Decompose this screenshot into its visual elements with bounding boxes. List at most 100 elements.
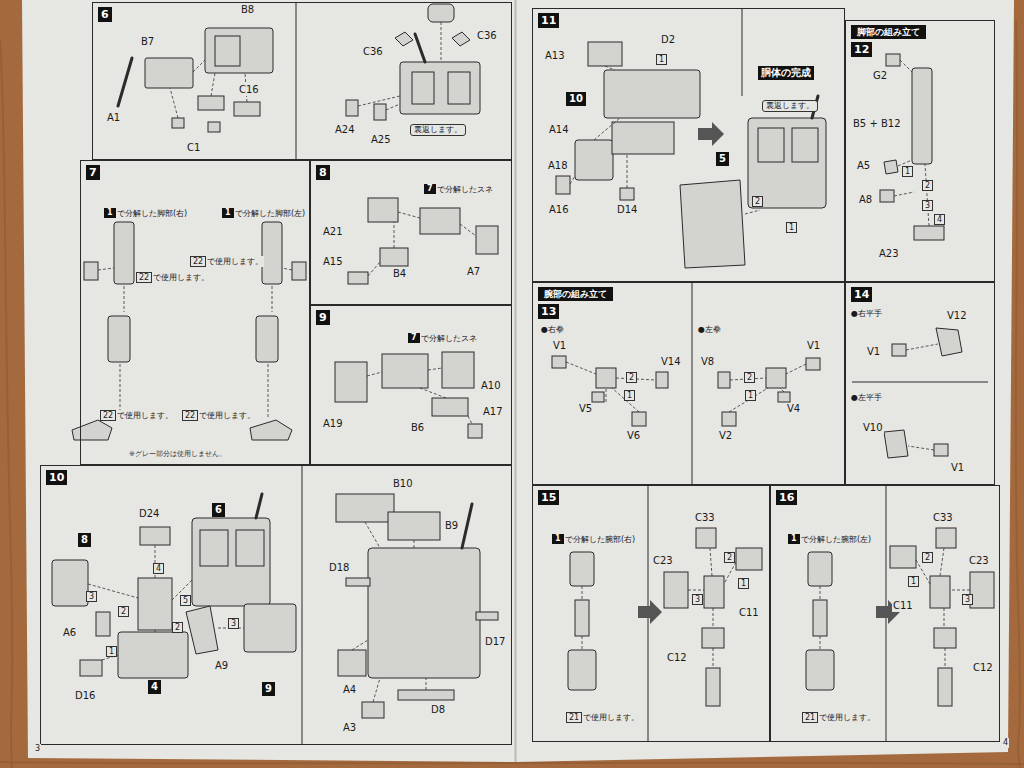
part-drawing-step11: [698, 122, 724, 146]
panel-divider: [742, 8, 743, 96]
part-label: C23: [652, 555, 674, 567]
part-drawing-step11: [588, 42, 622, 66]
part-label: A25: [370, 134, 392, 146]
part-drawing-step10: [88, 545, 244, 660]
part-label: V14: [660, 356, 682, 368]
part-label: A15: [322, 256, 344, 268]
part-drawing-step11: [570, 66, 627, 188]
order-number: 2: [118, 606, 129, 617]
part-drawing-step7: [108, 316, 130, 362]
part-label: D18: [328, 562, 350, 574]
part-drawing-step9: [335, 352, 482, 438]
part-drawing-step9: [432, 398, 468, 416]
part-drawing-step16: [808, 552, 832, 586]
part-drawing-step14: [884, 328, 962, 458]
subassembly-ref: 6: [212, 503, 225, 517]
paper-page: [515, 0, 517, 762]
ref-text: 10: [566, 92, 586, 106]
part-drawing-step16: [930, 576, 950, 608]
part-label: V6: [626, 430, 641, 442]
wood-table: [0, 40, 12, 768]
order-number: 4: [153, 563, 164, 574]
part-label: A9: [214, 660, 229, 672]
part-drawing-step7: [84, 262, 98, 280]
part-drawing-step6: [400, 62, 480, 114]
part-drawing-step11: [612, 122, 674, 154]
part-drawing-step10: [96, 612, 110, 636]
part-drawing-step15: [696, 528, 716, 548]
part-drawing-step10: [52, 494, 498, 718]
part-drawing-step6: [412, 72, 434, 104]
panel-divider: [692, 282, 693, 485]
part-label: V4: [786, 403, 801, 415]
part-label: D16: [74, 690, 96, 702]
part-label: V8: [700, 356, 715, 368]
part-drawing-step12: [914, 226, 944, 240]
part-drawing-step10: [200, 530, 228, 566]
part-drawing-step9: [468, 424, 482, 438]
part-drawing-step13: [632, 412, 646, 426]
part-drawing-step14: [892, 344, 906, 356]
part-drawing-step15: [570, 552, 594, 586]
paper-page: [22, 0, 515, 762]
part-drawing-step10: [362, 702, 384, 718]
instruction-text: で使用します。: [198, 410, 256, 421]
part-label: C36: [362, 46, 384, 58]
ref-number: 1: [788, 534, 800, 544]
note-tag: 裏返します。: [410, 124, 466, 136]
order-number: 21: [802, 712, 818, 723]
step-number: 12: [851, 42, 872, 57]
part-label: C12: [972, 662, 994, 674]
part-drawing-step16: [813, 600, 827, 636]
part-drawing-step14: [934, 444, 948, 456]
instruction-text: で使用します。: [116, 410, 174, 421]
order-number: 22: [182, 410, 198, 421]
part-drawing-step6: [428, 4, 454, 22]
part-drawing-step13: [596, 368, 616, 388]
ref-number: 1: [222, 208, 234, 218]
part-drawing-step10: [256, 494, 262, 518]
part-drawing-step10: [368, 548, 480, 678]
part-drawing-step11: [680, 180, 745, 268]
step-panel: 16: [770, 485, 1000, 742]
part-label: A17: [482, 406, 504, 418]
part-drawing-step15: [568, 650, 596, 690]
step-number: 7: [86, 165, 100, 180]
part-drawing-step10: [186, 606, 218, 654]
step-panel: 6: [92, 2, 512, 160]
part-drawing-step16: [936, 528, 956, 548]
page-number: 3: [34, 744, 41, 754]
part-label: C33: [694, 512, 716, 524]
order-number: 2: [626, 372, 637, 383]
part-drawing-step8: [420, 208, 460, 234]
part-drawing-step13: [766, 368, 786, 388]
part-drawing-step14: [936, 328, 962, 356]
part-drawing-step10: [338, 650, 366, 676]
order-number: 22: [190, 256, 206, 267]
part-drawing-step10: [52, 560, 88, 606]
part-drawing-step10: [192, 518, 270, 606]
part-drawing-step6: [145, 58, 193, 88]
part-drawing-step7: [98, 268, 124, 418]
part-label: B5 + B12: [852, 118, 902, 130]
part-drawing-step13: [806, 358, 820, 370]
instruction-text: で分解したスネ: [436, 184, 494, 195]
part-drawing-step16: [806, 650, 834, 690]
panel-divider: [296, 2, 297, 160]
subassembly-ref: 9: [262, 682, 275, 696]
order-number: 2: [744, 372, 755, 383]
part-drawing-step7: [268, 268, 292, 418]
step-number: 13: [538, 304, 559, 319]
part-label: A19: [322, 418, 344, 430]
order-number: 2: [172, 622, 183, 633]
part-label: V10: [862, 422, 884, 434]
order-number: 1: [908, 576, 919, 587]
part-label: C11: [892, 600, 914, 612]
part-drawing-step12: [884, 160, 898, 174]
part-label: V1: [552, 340, 567, 352]
subassembly-ref: 10: [566, 92, 586, 106]
part-drawing-step6: [205, 28, 273, 73]
part-drawing-step11: [748, 118, 826, 208]
part-drawing-step15: [664, 572, 688, 608]
